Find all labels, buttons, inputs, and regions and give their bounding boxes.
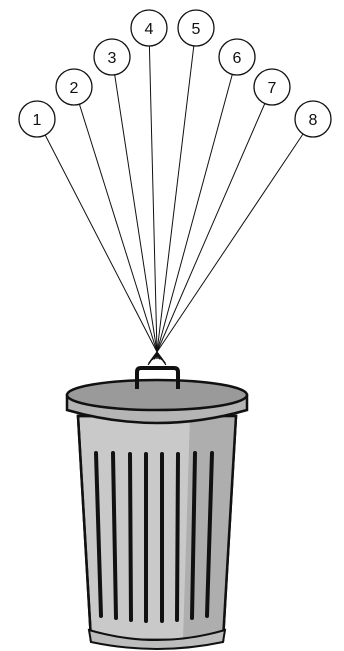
connector-line <box>157 74 232 352</box>
label-number: 8 <box>309 112 318 129</box>
label-number: 1 <box>33 112 42 129</box>
number-label-1: 1 <box>19 101 55 137</box>
label-number: 4 <box>145 21 154 38</box>
number-label-5: 5 <box>178 10 214 46</box>
connector-line <box>157 104 265 353</box>
label-number: 7 <box>268 80 277 97</box>
number-label-8: 8 <box>295 101 331 137</box>
number-label-4: 4 <box>131 10 167 46</box>
convergence-burst <box>148 352 166 365</box>
label-number: 5 <box>192 21 201 38</box>
number-label-6: 6 <box>219 39 255 75</box>
trash-can-icon <box>67 368 247 649</box>
label-number: 2 <box>70 80 79 97</box>
label-number: 3 <box>108 50 117 67</box>
number-label-7: 7 <box>254 69 290 105</box>
label-number: 6 <box>233 50 242 67</box>
numbered-labels: 1 2 3 4 5 6 7 8 <box>19 10 331 137</box>
trash-can-lid-top <box>67 380 247 410</box>
number-label-3: 3 <box>94 39 130 75</box>
connector-line <box>149 46 157 352</box>
number-label-2: 2 <box>56 69 92 105</box>
connector-line <box>79 104 157 352</box>
